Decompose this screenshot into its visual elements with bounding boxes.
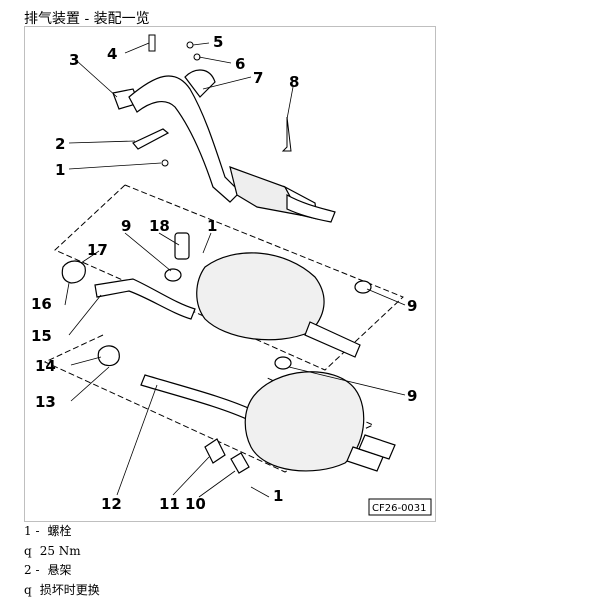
callout-18: 18 [149, 217, 170, 235]
rubber-mount-9-right [354, 280, 372, 294]
middle-silencer [196, 252, 325, 341]
callout-7: 7 [253, 69, 263, 87]
tailpipe-right [358, 434, 396, 460]
legend-text: 螺栓 [47, 524, 72, 538]
flex-joint [184, 69, 216, 98]
legend-marker: 1 - [24, 524, 40, 538]
callout-15: 15 [31, 327, 52, 345]
small-parts [148, 34, 292, 167]
stud-4 [148, 34, 156, 52]
rubber-mount-9-rear [274, 356, 292, 370]
clamp-14 [97, 345, 120, 367]
legend-row: 1 - 螺栓 [24, 522, 100, 542]
callout-2: 2 [55, 135, 65, 153]
callout-11: 11 [159, 495, 180, 513]
callout-16: 16 [31, 295, 52, 313]
callout-3: 3 [69, 51, 79, 69]
silencer-outlet [304, 321, 361, 358]
bracket-11 [204, 438, 226, 464]
callout-1-mid: 1 [207, 217, 217, 235]
hanger-18 [174, 232, 190, 260]
callout-9-rear: 9 [407, 387, 417, 405]
legend-text: 损坏时更换 [39, 582, 100, 597]
page-title: 排气装置 - 装配一览 [24, 11, 150, 27]
callout-8: 8 [289, 73, 299, 91]
lambda-probe [281, 116, 292, 152]
rear-silencer [244, 371, 365, 472]
legend-text: 悬架 [47, 563, 72, 577]
callout-12: 12 [101, 495, 122, 513]
callout-9-right: 9 [407, 297, 417, 315]
rubber-mount-9-left [164, 268, 182, 282]
callout-6: 6 [235, 55, 245, 73]
callout-10: 10 [185, 495, 206, 513]
middle-silencer-group [61, 232, 372, 358]
callout-1-bottom: 1 [273, 487, 283, 505]
nut-5 [186, 41, 194, 49]
callout-14: 14 [35, 357, 56, 375]
legend-marker: q [24, 543, 32, 558]
legend-marker: q [24, 582, 32, 597]
ref-code: CF26-0031 [372, 503, 427, 514]
inlet-pipe-15 [94, 278, 196, 320]
callout-labels: 3 4 5 6 7 8 2 1 9 18 1 17 16 15 9 14 13 … [31, 33, 417, 513]
callout-1-top: 1 [55, 161, 65, 179]
clamp-17 [61, 260, 86, 284]
catalytic-converter [229, 166, 302, 216]
legend-row: q 损坏时更换 [24, 581, 100, 601]
bracket-2 [132, 128, 170, 150]
connecting-pipe-12 [140, 374, 256, 422]
bolt-1-top [161, 159, 169, 167]
callout-4: 4 [107, 45, 117, 63]
leader-lines [64, 42, 406, 498]
callout-5: 5 [213, 33, 223, 51]
callout-13: 13 [35, 393, 56, 411]
front-pipe-group [112, 69, 336, 223]
bracket-10 [230, 452, 250, 474]
rear-silencer-group [97, 345, 396, 474]
legend-row: q 25 Nm [24, 542, 100, 562]
callout-9-left: 9 [121, 217, 131, 235]
legend-marker: 2 - [24, 563, 40, 577]
legend-text: 25 Nm [39, 543, 81, 558]
exhaust-assembly-diagram: 3 4 5 6 7 8 2 1 9 18 1 17 16 15 9 14 13 … [24, 26, 436, 522]
ref-code-box [368, 498, 432, 516]
legend-row: 2 - 悬架 [24, 561, 100, 581]
legend-list: 1 - 螺栓 q 25 Nm 2 - 悬架 q 损坏时更换 [24, 522, 100, 600]
mid-pipe-segment [286, 193, 336, 223]
callout-17: 17 [87, 241, 108, 259]
